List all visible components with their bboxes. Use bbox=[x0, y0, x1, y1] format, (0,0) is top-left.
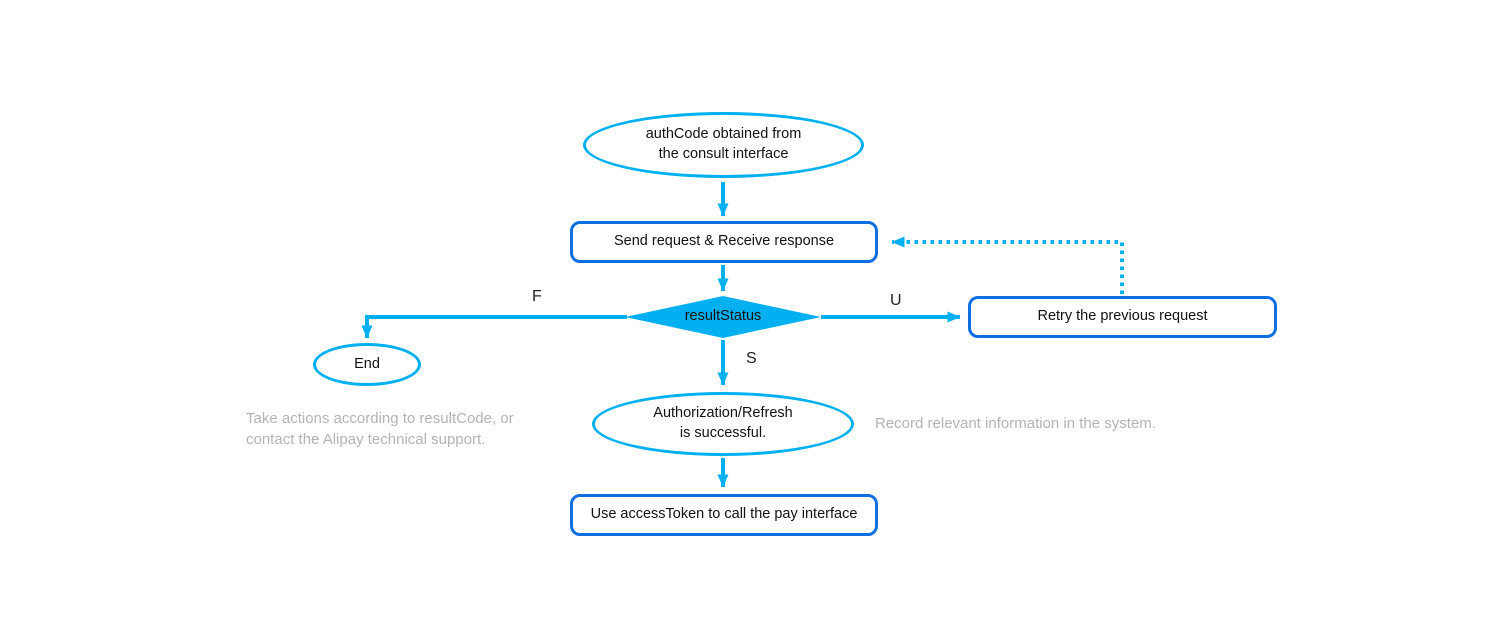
annotation-left: Take actions according to resultCode, or… bbox=[246, 408, 514, 450]
branch-label-unknown: U bbox=[890, 292, 902, 309]
pay-label: Use accessToken to call the pay interfac… bbox=[590, 506, 858, 523]
success-label-line2: is successful. bbox=[679, 425, 767, 441]
annotation-left-line1: Take actions according to resultCode, or bbox=[246, 410, 514, 427]
edge-decision-to-end bbox=[361, 315, 627, 339]
branch-label-fail: F bbox=[532, 288, 542, 305]
send-request-node: Send request & Receive response bbox=[570, 221, 878, 263]
retry-label: Retry the previous request bbox=[1037, 308, 1208, 325]
success-label-line1: Authorization/Refresh bbox=[653, 405, 793, 422]
end-node-label: End bbox=[354, 355, 380, 372]
pay-node: Use accessToken to call the pay interfac… bbox=[570, 494, 878, 536]
start-node: authCode obtained from the consult inter… bbox=[583, 112, 864, 178]
start-node-label-line2: the consult interface bbox=[658, 146, 789, 162]
edge-retry-to-send-dotted bbox=[891, 236, 1124, 294]
success-node: Authorization/Refresh is successful. bbox=[592, 392, 854, 456]
end-node: End bbox=[313, 343, 421, 386]
branch-label-success: S bbox=[746, 350, 757, 367]
annotation-left-line2: contact the Alipay technical support. bbox=[246, 431, 486, 448]
annotation-right: Record relevant information in the syste… bbox=[875, 415, 1156, 432]
send-request-label: Send request & Receive response bbox=[613, 233, 835, 250]
retry-node: Retry the previous request bbox=[968, 296, 1277, 338]
decision-node: resultStatus bbox=[625, 296, 821, 338]
start-node-label-line1: authCode obtained from bbox=[645, 126, 802, 143]
decision-label: resultStatus bbox=[684, 308, 762, 325]
